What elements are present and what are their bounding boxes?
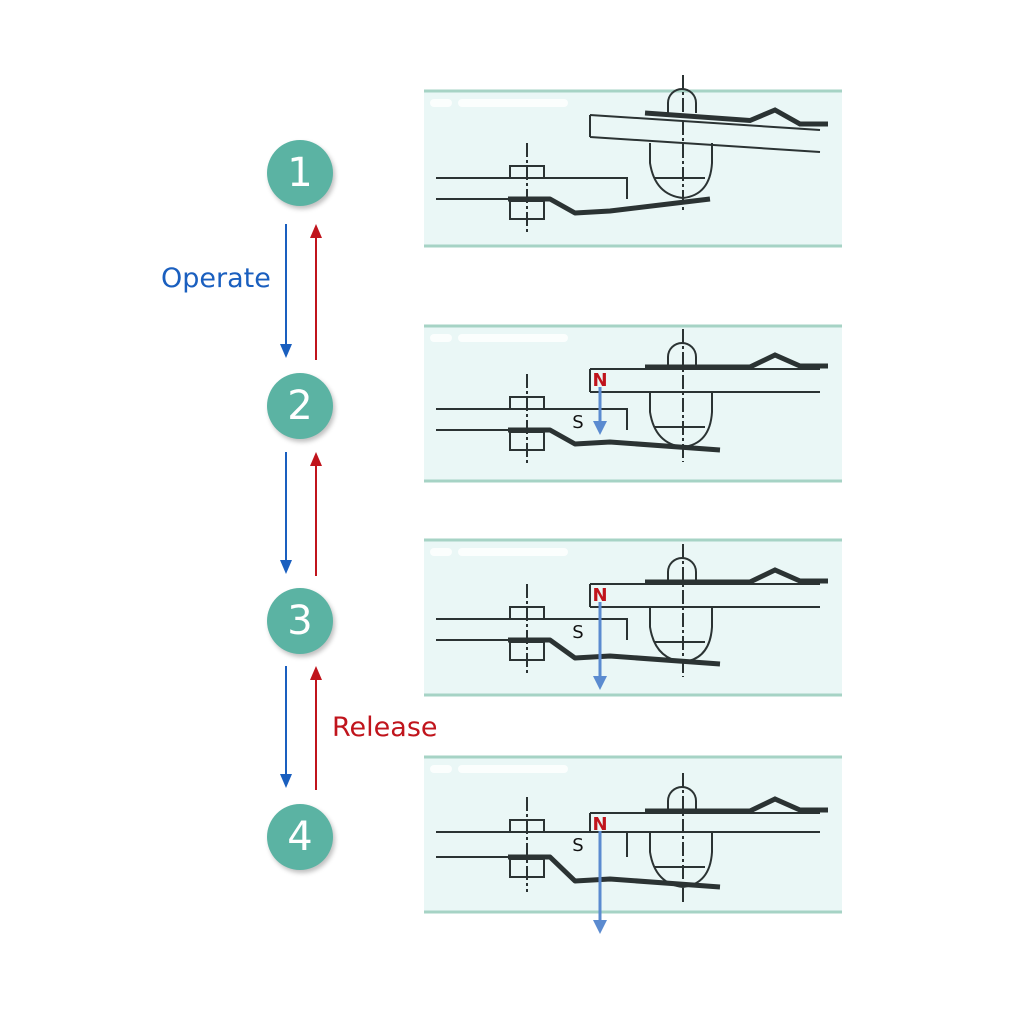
highlight bbox=[458, 765, 568, 773]
step-circle-2: 2 bbox=[267, 373, 333, 439]
contact-spring bbox=[508, 196, 711, 216]
panel-3: NS bbox=[424, 538, 842, 697]
arrow-down-head bbox=[280, 560, 292, 574]
panel-background bbox=[424, 540, 842, 695]
magnetic-flux-arrowhead bbox=[593, 421, 607, 435]
rivet-cap bbox=[667, 557, 697, 582]
armature-spring-plate bbox=[645, 352, 828, 370]
south-pole-label: S bbox=[572, 622, 583, 643]
step-circle-4: 4 bbox=[267, 804, 333, 870]
arrow-down-head bbox=[280, 344, 292, 358]
arrow-down-head bbox=[280, 774, 292, 788]
panel-1 bbox=[424, 75, 842, 248]
arrow-up-head bbox=[310, 452, 322, 466]
rivet-cap bbox=[667, 88, 697, 113]
panel-background bbox=[424, 757, 842, 912]
step-circle-1: 1 bbox=[267, 140, 333, 206]
panel-4: NS bbox=[424, 755, 842, 934]
rivet-cap bbox=[667, 786, 697, 811]
highlight bbox=[458, 334, 568, 342]
fixed-contact-plate bbox=[436, 177, 628, 199]
moving-contact-dome bbox=[649, 832, 713, 889]
panel-background bbox=[424, 326, 842, 481]
north-pole-label: N bbox=[592, 370, 607, 391]
rivet-cap bbox=[667, 342, 697, 367]
arrow-up-head bbox=[310, 666, 322, 680]
highlight bbox=[458, 99, 568, 107]
armature-spring-plate bbox=[645, 796, 828, 814]
north-pole-label: N bbox=[592, 585, 607, 606]
contact-spring bbox=[508, 427, 721, 453]
south-pole-label: S bbox=[572, 412, 583, 433]
contact-spring bbox=[508, 854, 721, 890]
panel-2: NS bbox=[424, 324, 842, 483]
armature-spring-plate bbox=[644, 107, 828, 127]
highlight bbox=[430, 99, 452, 107]
armature bbox=[589, 114, 821, 153]
north-pole-label: N bbox=[592, 814, 607, 835]
armature-spring-plate bbox=[645, 567, 828, 585]
magnetic-flux-arrowhead bbox=[593, 676, 607, 690]
contact-spring bbox=[508, 637, 721, 667]
step-circle-3: 3 bbox=[267, 588, 333, 654]
operate-label: Operate bbox=[161, 263, 271, 294]
highlight bbox=[430, 334, 452, 342]
fixed-contact-plate bbox=[436, 618, 628, 640]
south-pole-label: S bbox=[572, 835, 583, 856]
highlight bbox=[430, 548, 452, 556]
highlight bbox=[430, 765, 452, 773]
fixed-contact-plate bbox=[436, 408, 628, 430]
magnetic-flux-arrowhead bbox=[593, 920, 607, 934]
release-label: Release bbox=[332, 712, 438, 743]
arrow-up-head bbox=[310, 224, 322, 238]
highlight bbox=[458, 548, 568, 556]
